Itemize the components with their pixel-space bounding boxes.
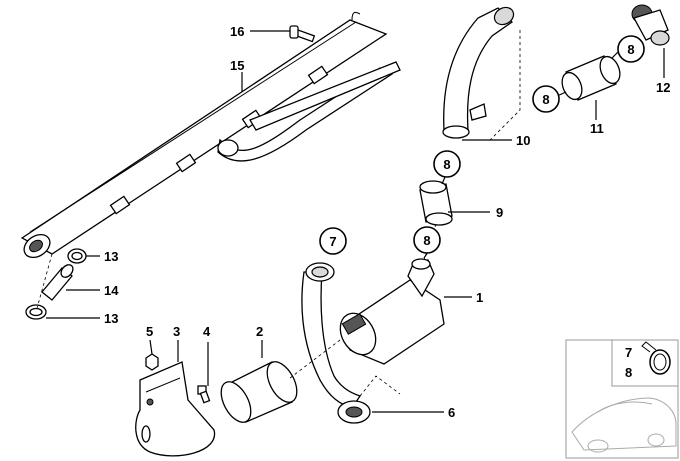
label-14: 14: [104, 283, 119, 298]
inset-label-8: 8: [625, 365, 632, 380]
label-16: 16: [230, 24, 244, 39]
label-2: 2: [256, 324, 263, 339]
rubber-sleeve-part[interactable]: [215, 357, 303, 427]
hose-clamp-part[interactable]: [631, 4, 670, 46]
svg-text:8: 8: [542, 92, 549, 107]
label-13-lower: 13: [104, 311, 118, 326]
inset-label-7: 7: [625, 345, 632, 360]
nut-part[interactable]: [145, 353, 159, 371]
inset-panel: 7 8: [565, 339, 679, 459]
screw-part[interactable]: [289, 25, 316, 43]
seal-ring-upper[interactable]: [67, 248, 87, 264]
bracket-part[interactable]: [135, 361, 216, 457]
hose-sleeve-part[interactable]: [558, 54, 623, 103]
leader-lines: [46, 30, 665, 413]
label-12: 12: [656, 80, 670, 95]
bolt-part[interactable]: [197, 385, 211, 404]
label-1: 1: [476, 290, 483, 305]
svg-text:7: 7: [329, 234, 336, 249]
fuel-rail-part[interactable]: [20, 11, 401, 262]
label-10: 10: [516, 133, 530, 148]
spacer-sleeve[interactable]: [41, 262, 75, 301]
label-3: 3: [173, 324, 180, 339]
inset-clamp-icon: [641, 341, 671, 375]
label-13-upper: 13: [104, 249, 118, 264]
callout-circle-8-hose: 8: [433, 150, 461, 178]
callout-circle-8-top-right: 8: [617, 35, 645, 63]
label-15: 15: [230, 58, 244, 73]
small-hose-part[interactable]: [419, 180, 453, 226]
callout-circle-8-pump: 8: [413, 226, 441, 254]
svg-text:8: 8: [423, 233, 430, 248]
label-5: 5: [146, 324, 153, 339]
label-9: 9: [496, 205, 503, 220]
callout-circle-7: 7: [319, 227, 347, 255]
svg-text:8: 8: [627, 42, 634, 57]
callout-circle-8-sleeve: 8: [532, 85, 560, 113]
label-11: 11: [590, 121, 604, 136]
upper-hose-part[interactable]: [442, 4, 517, 139]
label-6: 6: [448, 405, 455, 420]
pump-part[interactable]: [333, 258, 445, 365]
svg-text:8: 8: [443, 157, 450, 172]
inset-car-icon: [571, 397, 677, 453]
label-4: 4: [203, 324, 211, 339]
